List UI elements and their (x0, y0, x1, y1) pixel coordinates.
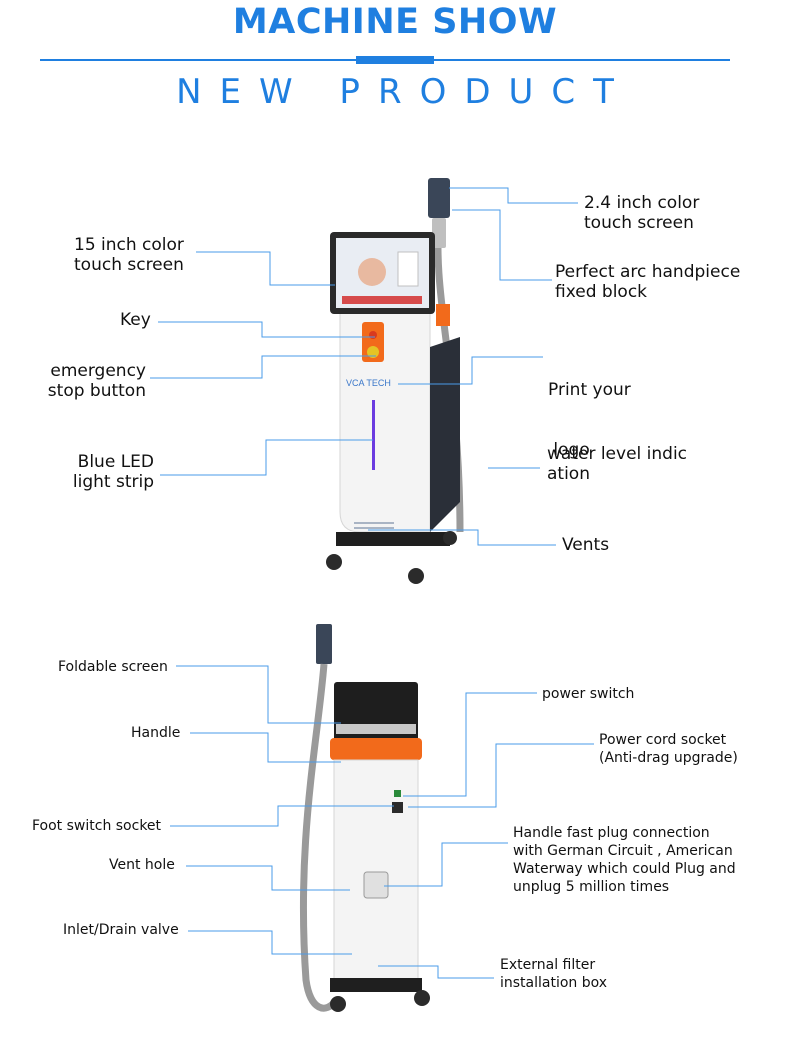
label-handle-fast-plug: Handle fast plug connection with German … (513, 825, 736, 895)
callout-power-cord (408, 743, 594, 808)
callout-touch-screen-15 (196, 251, 335, 286)
label-emergency-stop: emergency stop button (47, 361, 146, 401)
callout-foot-switch (170, 805, 394, 827)
title-divider-accent (356, 56, 434, 64)
label-arc-handpiece: Perfect arc handpiece fixed block (555, 262, 741, 302)
callout-external-filter (378, 965, 494, 979)
label-touch-screen-15: 15 inch color touch screen (74, 235, 184, 275)
label-foldable-screen: Foldable screen (58, 659, 168, 675)
callout-inlet-drain (188, 930, 352, 955)
callout-handle (190, 732, 341, 763)
label-vents: Vents (562, 535, 610, 555)
callout-vent-hole (186, 865, 350, 891)
page-title: MACHINE SHOW (232, 2, 558, 42)
label-print-logo: Print your logo (548, 380, 631, 460)
callout-handle-fast-plug (384, 842, 508, 887)
label-inlet-drain-valve: Inlet/Drain valve (63, 922, 179, 938)
label-power-cord-socket: Power cord socket (Anti-drag upgrade) (599, 732, 738, 766)
label-power-switch: power switch (542, 686, 635, 702)
page-subtitle: NEW PRODUCT (176, 72, 632, 112)
label-vent-hole: Vent hole (109, 857, 175, 873)
callout-emergency-stop (150, 355, 376, 379)
label-touch-screen-24: 2.4 inch color touch screen (584, 193, 700, 233)
label-blue-led: Blue LED light strip (72, 452, 154, 492)
back-machine-image (299, 624, 430, 1012)
label-water-level: water level indic ation (547, 444, 688, 484)
front-machine-image: VCA TECH (326, 178, 464, 584)
callout-arc-handpiece (452, 209, 552, 281)
label-key: Key (120, 310, 151, 330)
callout-vents (368, 529, 556, 546)
callout-touch-screen-24 (449, 187, 578, 204)
svg-text:VCA TECH: VCA TECH (346, 378, 391, 388)
callout-foldable-screen (176, 665, 341, 724)
label-handle: Handle (131, 725, 181, 741)
label-foot-switch-socket: Foot switch socket (32, 818, 162, 834)
callout-blue-led (160, 439, 373, 476)
callout-key (158, 321, 375, 338)
label-external-filter: External filter installation box (500, 957, 608, 991)
callout-power-switch (403, 692, 537, 797)
callout-print-logo (398, 356, 543, 385)
